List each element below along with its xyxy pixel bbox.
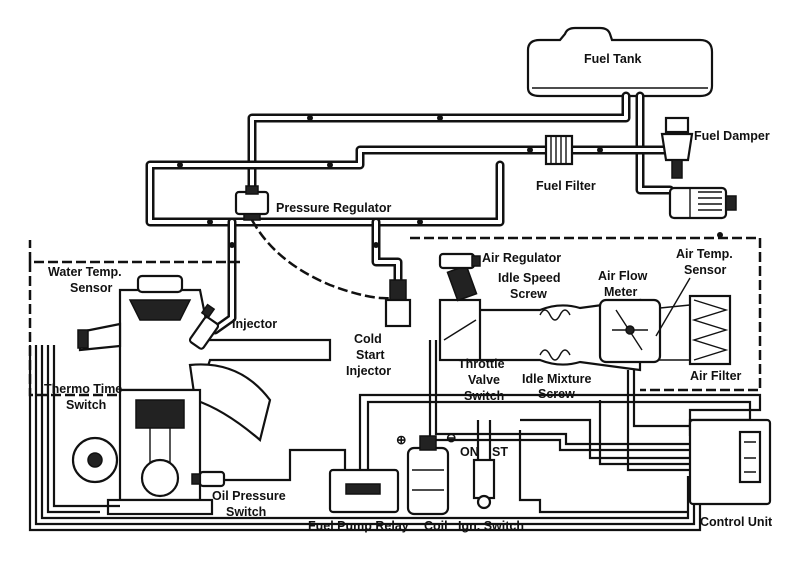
intake-duct (458, 294, 732, 372)
oil-pressure-switch-icon (191, 470, 226, 488)
fuel-damper-icon (660, 116, 694, 179)
fuel-filter-label: Fuel Filter (536, 179, 596, 193)
control-unit-label: Control Unit (700, 515, 773, 529)
throttle-body-icon (438, 264, 482, 362)
ign-switch-on-label: ON (460, 445, 479, 459)
water-temp-sensor-label-1: Water Temp. (48, 265, 122, 279)
fuel-tank (526, 26, 714, 98)
thermo-time-switch-label-1: Thermo Time (44, 382, 122, 396)
engine-block (71, 274, 332, 516)
oil-pressure-switch-label-1: Oil Pressure (212, 489, 286, 503)
ignition-coil-icon (406, 435, 450, 516)
cold-start-label-1: Cold (354, 332, 382, 346)
fuel-pump-icon (668, 186, 737, 220)
air-flow-meter-label-1: Air Flow (598, 269, 648, 283)
air-temp-sensor-label-2: Sensor (684, 263, 727, 277)
pressure-regulator-icon (234, 185, 270, 221)
cold-start-label-3: Injector (346, 364, 391, 378)
coil-label: Coil (424, 519, 448, 533)
cold-start-label-2: Start (356, 348, 385, 362)
intake-outline (410, 236, 762, 392)
pipe-clamps (177, 115, 723, 248)
idle-speed-screw-label-1: Idle Speed (498, 271, 561, 285)
control-unit-icon (688, 418, 772, 506)
air-temp-sensor-pointer (655, 277, 691, 337)
ign-switch-st-label: ST (492, 445, 508, 459)
coil-minus-terminal: ⊖ (446, 431, 456, 445)
wiring-harness (28, 340, 762, 532)
air-flow-meter-label-2: Meter (604, 285, 637, 299)
throttle-valve-switch-label-1: Throttle (458, 357, 505, 371)
ign-switch-label: Ign. Switch (458, 519, 524, 533)
idle-speed-screw-label-2: Screw (510, 287, 547, 301)
air-filter-label: Air Filter (690, 369, 742, 383)
pressure-regulator-label: Pressure Regulator (276, 201, 391, 215)
air-flow-meter-icon (598, 298, 662, 364)
thermo-time-switch-label-2: Switch (66, 398, 106, 412)
coil-plus-terminal: ⊕ (396, 433, 406, 447)
fuel-filter-icon (544, 134, 574, 166)
cold-start-line (250, 219, 393, 300)
fuel-tank-label: Fuel Tank (584, 52, 641, 66)
oil-pressure-switch-label-2: Switch (226, 505, 266, 519)
fuel-pump-relay-icon (328, 468, 400, 514)
idle-mixture-screw-label-1: Idle Mixture (522, 372, 592, 386)
air-regulator-icon (438, 252, 481, 270)
fuel-damper-label: Fuel Damper (694, 129, 770, 143)
air-temp-sensor-label-1: Air Temp. (676, 247, 733, 261)
fuel-lines (145, 91, 683, 335)
cold-start-injector-icon (384, 279, 412, 328)
ignition-switch-icon (472, 420, 496, 510)
throttle-valve-switch-label-2: Valve (468, 373, 500, 387)
injector-icon (188, 303, 220, 350)
air-regulator-label: Air Regulator (482, 251, 561, 265)
fuel-pump-relay-label: Fuel Pump Relay (308, 519, 409, 533)
injector-label: Injector (232, 317, 277, 331)
water-temp-sensor-label-2: Sensor (70, 281, 113, 295)
